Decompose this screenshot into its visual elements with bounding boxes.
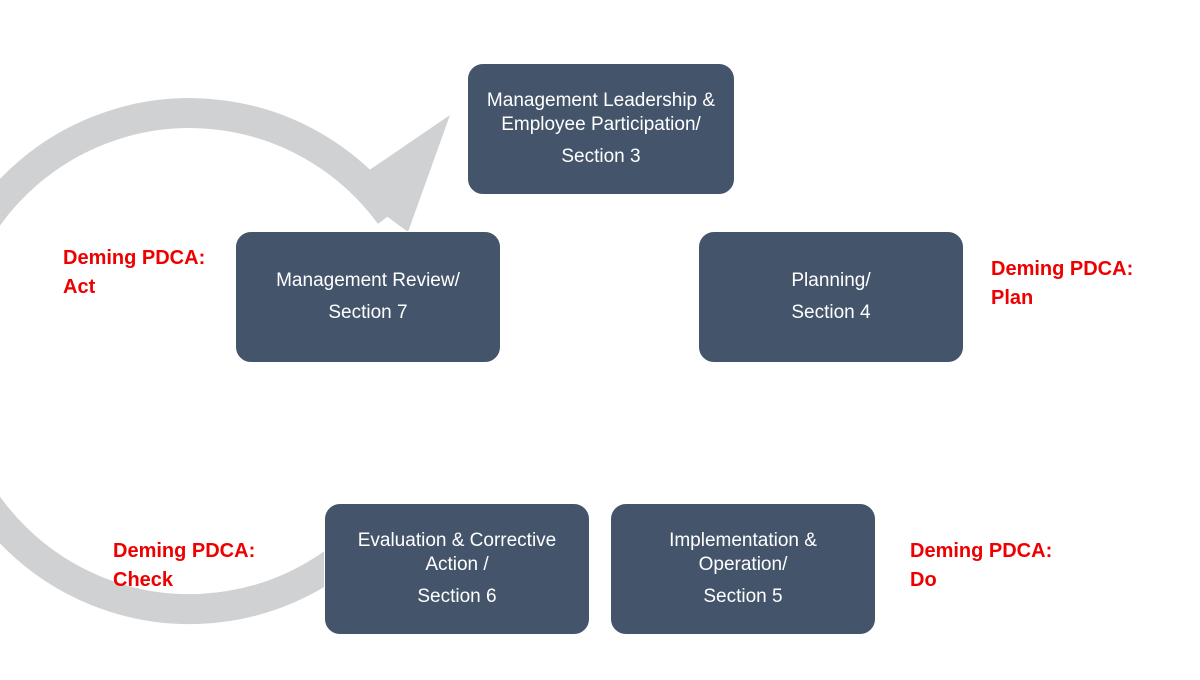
cycle-arc (0, 98, 403, 625)
pdca-act-heading: Deming PDCA: (63, 247, 206, 269)
node-section-5-label: Section 5 (703, 586, 783, 607)
node-section-7-label: Section 7 (328, 302, 408, 323)
node-section-7-title: Management Review/ (276, 270, 460, 291)
node-section-6-title: Evaluation & Corrective Action / (357, 530, 557, 575)
node-section-5: Implementation & Operation/ Section 5 (610, 503, 876, 635)
node-section-7: Management Review/ Section 7 (235, 231, 501, 363)
pdca-check-heading: Deming PDCA: (113, 540, 256, 562)
pdca-act-stage: Act (63, 276, 96, 298)
pdca-label-plan: Deming PDCA: Plan (991, 255, 1133, 313)
pdca-label-check: Deming PDCA: Check (113, 537, 255, 595)
pdca-plan-stage: Plan (991, 287, 1034, 309)
cycle-arrowhead (346, 115, 450, 232)
node-section-4-label: Section 4 (791, 302, 871, 323)
node-section-3-title: Management Leadership & Employee Partici… (486, 90, 716, 135)
pdca-label-act: Deming PDCA: Act (63, 244, 205, 302)
pdca-check-stage: Check (113, 569, 174, 591)
node-section-3: Management Leadership & Employee Partici… (467, 63, 735, 195)
pdca-label-do: Deming PDCA: Do (910, 537, 1052, 595)
node-section-5-title: Implementation & Operation/ (669, 530, 817, 575)
node-section-3-label: Section 3 (561, 146, 641, 167)
pdca-do-stage: Do (910, 569, 937, 591)
pdca-plan-heading: Deming PDCA: (991, 258, 1134, 280)
pdca-do-heading: Deming PDCA: (910, 540, 1053, 562)
node-section-4-title: Planning/ (791, 270, 871, 291)
node-section-6: Evaluation & Corrective Action / Section… (324, 503, 590, 635)
node-section-4: Planning/ Section 4 (698, 231, 964, 363)
node-section-6-label: Section 6 (417, 586, 497, 607)
